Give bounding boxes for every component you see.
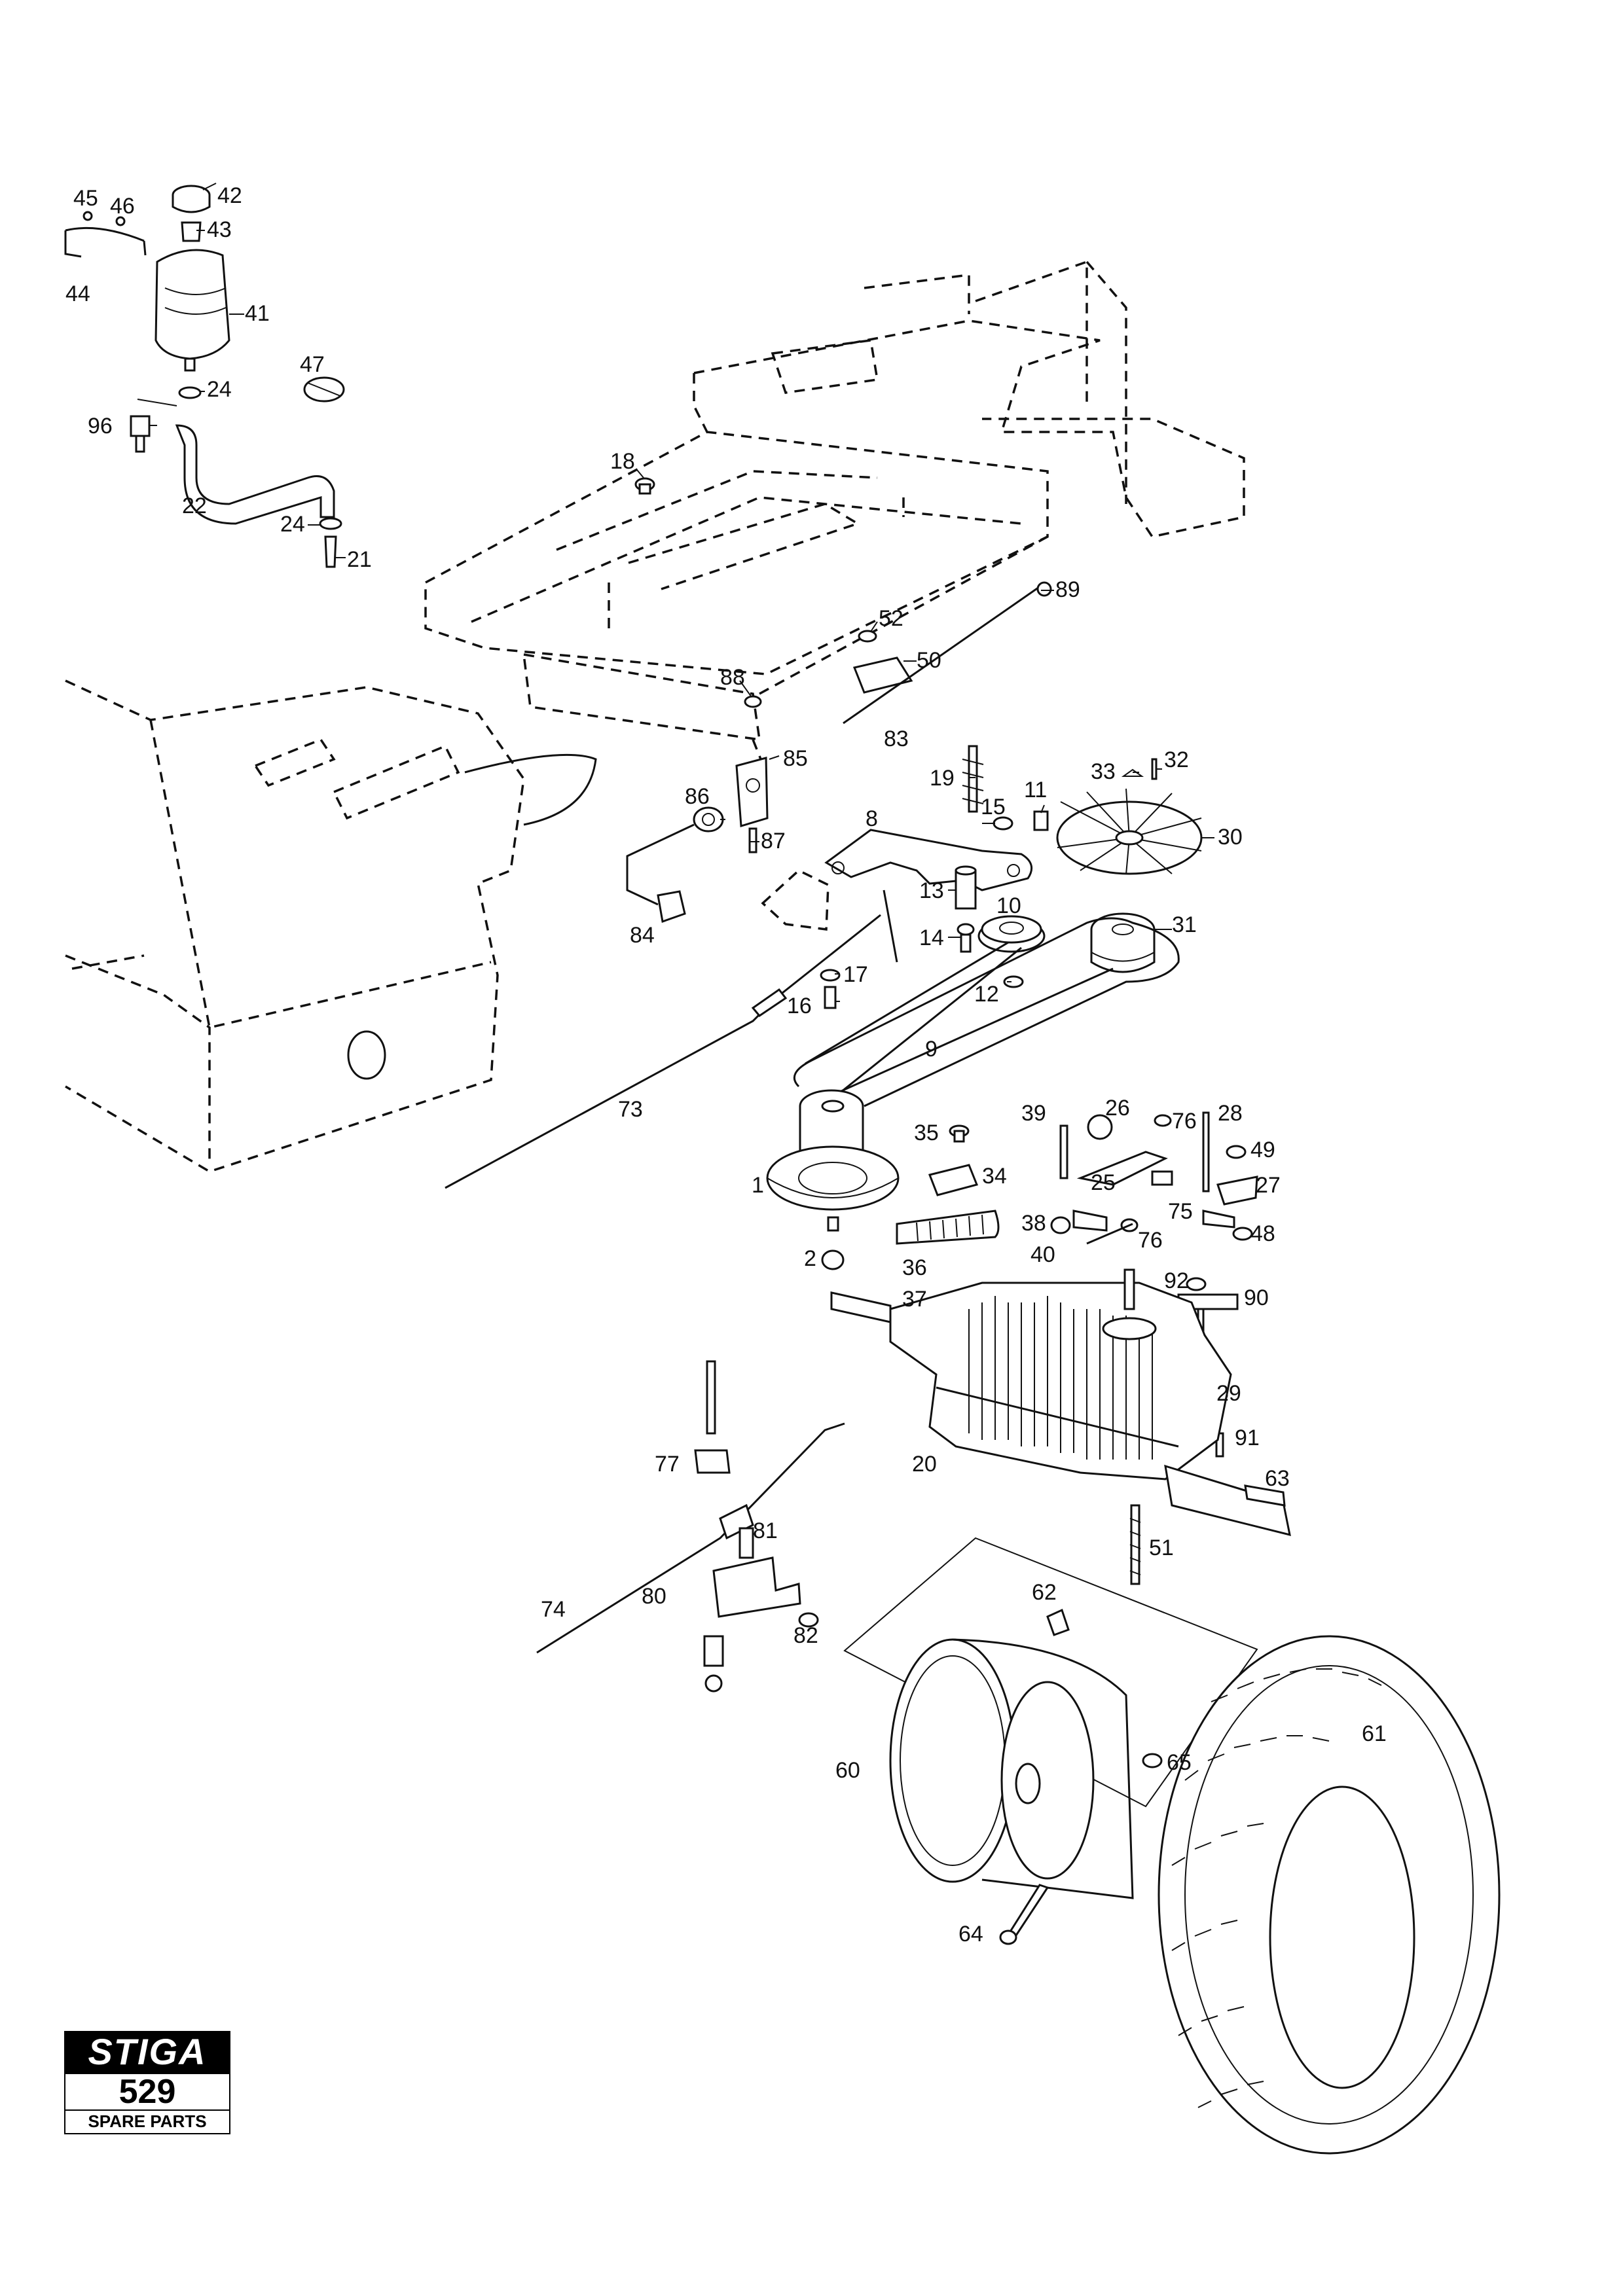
callout-36: 36 xyxy=(902,1255,927,1280)
callout-41: 41 xyxy=(245,301,270,326)
linkage-group xyxy=(626,477,1052,931)
callout-63: 63 xyxy=(1265,1466,1290,1491)
callout-65: 65 xyxy=(1167,1750,1192,1775)
wheel-group xyxy=(843,1537,1501,2155)
callout-86: 86 xyxy=(685,784,710,809)
callout-40: 40 xyxy=(1030,1242,1055,1267)
callout-25: 25 xyxy=(1091,1170,1116,1195)
callout-92: 92 xyxy=(1164,1268,1189,1293)
callout-9: 9 xyxy=(925,1037,938,1062)
callout-64: 64 xyxy=(958,1922,983,1946)
wheel-rim xyxy=(889,1638,1016,1883)
transaxle xyxy=(830,1268,1291,1585)
callout-43: 43 xyxy=(207,217,232,242)
callout-77: 77 xyxy=(655,1452,680,1477)
deck-roller xyxy=(347,1030,386,1080)
callout-labels: 1 2 8 9 10 11 12 13 14 15 16 17 18 19 20… xyxy=(65,183,1387,1946)
leader-lines xyxy=(149,183,1214,1002)
callout-22: 22 xyxy=(182,493,207,518)
callout-75: 75 xyxy=(1168,1199,1193,1224)
callout-27: 27 xyxy=(1256,1173,1281,1198)
callout-87: 87 xyxy=(761,829,786,853)
callout-39: 39 xyxy=(1021,1101,1046,1126)
mower-deck xyxy=(65,679,597,1173)
callout-73: 73 xyxy=(618,1097,643,1122)
callout-61: 61 xyxy=(1362,1721,1387,1746)
oil-reservoir-group xyxy=(64,185,345,568)
callout-16: 16 xyxy=(787,994,812,1018)
callout-80: 80 xyxy=(642,1584,666,1609)
callout-21: 21 xyxy=(347,547,372,572)
callout-76-upper: 76 xyxy=(1172,1109,1197,1134)
callout-32: 32 xyxy=(1164,747,1189,772)
callout-35: 35 xyxy=(914,1121,939,1145)
callout-24-upper: 24 xyxy=(207,377,232,402)
cable-group xyxy=(445,914,881,1693)
callout-29: 29 xyxy=(1216,1381,1241,1406)
callout-47: 47 xyxy=(300,352,325,377)
oil-tank xyxy=(155,249,230,360)
callout-37: 37 xyxy=(902,1287,927,1312)
callout-26: 26 xyxy=(1105,1096,1130,1121)
callout-30: 30 xyxy=(1218,825,1243,850)
callout-33: 33 xyxy=(1091,759,1116,784)
shift-linkage xyxy=(896,1111,1258,1458)
callout-44: 44 xyxy=(65,281,90,306)
callout-50: 50 xyxy=(917,648,941,673)
callout-1: 1 xyxy=(752,1173,764,1198)
callout-42: 42 xyxy=(217,183,242,208)
callout-96: 96 xyxy=(88,414,113,439)
callout-84: 84 xyxy=(630,923,655,948)
callout-51: 51 xyxy=(1149,1535,1174,1560)
callout-60: 60 xyxy=(835,1758,860,1783)
callout-74: 74 xyxy=(541,1597,566,1622)
chassis-frame xyxy=(424,260,1245,773)
callout-11: 11 xyxy=(1024,778,1047,802)
callout-12: 12 xyxy=(974,982,999,1007)
callout-15: 15 xyxy=(981,795,1006,819)
callout-45: 45 xyxy=(73,186,98,211)
callout-24-lower: 24 xyxy=(280,512,305,537)
callout-90: 90 xyxy=(1244,1285,1269,1310)
callout-88: 88 xyxy=(720,665,745,690)
tensioner-plate xyxy=(824,829,1033,891)
logo-caption: SPARE PARTS xyxy=(64,2109,230,2134)
callout-28: 28 xyxy=(1218,1101,1243,1126)
callout-34: 34 xyxy=(982,1164,1007,1189)
callout-8: 8 xyxy=(866,806,878,831)
callout-20: 20 xyxy=(912,1452,937,1477)
fan-and-pulleys xyxy=(766,758,1203,1270)
callout-81: 81 xyxy=(753,1518,778,1543)
callout-85: 85 xyxy=(783,746,808,771)
callout-76-lower: 76 xyxy=(1138,1228,1163,1253)
callout-83: 83 xyxy=(884,726,909,751)
callout-49: 49 xyxy=(1250,1138,1275,1162)
brand-name: STIGA xyxy=(64,2031,230,2073)
callout-17: 17 xyxy=(843,962,868,987)
axle-shaft-right xyxy=(1164,1464,1291,1537)
stiga-logo: STIGA 529 SPARE PARTS xyxy=(64,2031,230,2136)
callout-46: 46 xyxy=(110,194,135,219)
callout-10: 10 xyxy=(996,893,1021,918)
callout-62: 62 xyxy=(1032,1580,1057,1605)
axle-shaft-left xyxy=(830,1291,892,1323)
model-number: 529 xyxy=(64,2073,230,2111)
tensioner-group xyxy=(820,745,1049,1009)
callout-89: 89 xyxy=(1055,577,1080,602)
oil-hose xyxy=(175,424,335,525)
callout-52: 52 xyxy=(879,606,903,631)
callout-48: 48 xyxy=(1250,1221,1275,1246)
callout-19: 19 xyxy=(930,766,955,791)
callout-31: 31 xyxy=(1172,912,1197,937)
callout-14: 14 xyxy=(919,925,944,950)
callout-91: 91 xyxy=(1235,1426,1260,1450)
callout-38: 38 xyxy=(1021,1211,1046,1236)
callout-13: 13 xyxy=(919,878,944,903)
callout-82: 82 xyxy=(793,1623,818,1648)
callout-18: 18 xyxy=(610,449,635,474)
callout-2: 2 xyxy=(804,1246,816,1271)
